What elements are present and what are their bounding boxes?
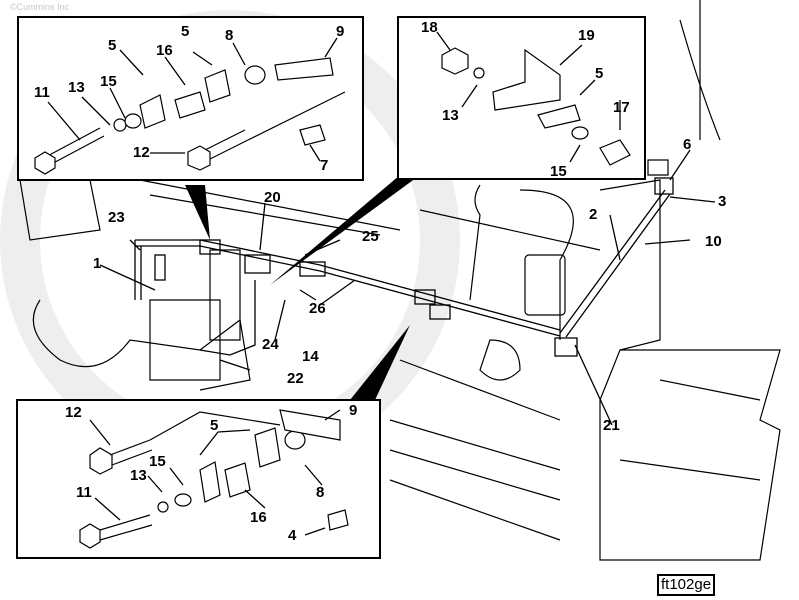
- callout-2: 2: [589, 206, 598, 223]
- callout-11-top: 11: [34, 84, 50, 101]
- callout-26: 26: [309, 300, 326, 317]
- callout-21: 21: [603, 417, 620, 434]
- callout-9-top: 9: [336, 23, 345, 40]
- copyright-notice: ©Cummins Inc: [10, 2, 70, 12]
- callout-7: 7: [320, 157, 329, 174]
- callout-1: 1: [93, 255, 102, 272]
- callout-6: 6: [683, 136, 692, 153]
- callout-4: 4: [288, 527, 297, 544]
- callout-17: 17: [613, 99, 630, 116]
- inset-pointers: [185, 175, 420, 400]
- callout-18: 18: [421, 19, 438, 36]
- callout-13-top: 13: [68, 79, 85, 96]
- inset-top-left-parts: [34, 57, 346, 175]
- callout-10: 10: [705, 233, 722, 250]
- inset-bottom-left-parts: [79, 409, 349, 549]
- callout-5-bottom: 5: [210, 417, 219, 434]
- callout-16-bottom: 16: [250, 509, 267, 526]
- callout-15-bottom: 15: [149, 453, 166, 470]
- callout-25: 25: [362, 228, 379, 245]
- callout-15-top: 15: [100, 73, 117, 90]
- callout-8-bottom: 8: [316, 484, 325, 501]
- callout-11-bottom: 11: [76, 484, 92, 501]
- callout-15-right: 15: [550, 163, 567, 180]
- inset-top-right-parts: [441, 47, 631, 166]
- engine-block: [19, 0, 781, 561]
- fuel-lines: [134, 177, 674, 357]
- callout-8-top: 8: [225, 27, 234, 44]
- callout-9-bottom: 9: [349, 402, 358, 419]
- callout-20: 20: [264, 189, 281, 206]
- leader-lines: [47, 31, 716, 536]
- callout-13-bottom: 13: [130, 467, 147, 484]
- callout-14: 14: [302, 348, 319, 365]
- callout-22: 22: [287, 370, 304, 387]
- callout-12-top: 12: [133, 144, 150, 161]
- callout-5-top-b: 5: [181, 23, 190, 40]
- figure-id-label: ft102ge: [657, 574, 716, 596]
- callout-13-right: 13: [442, 107, 459, 124]
- callout-5-top-a: 5: [108, 37, 117, 54]
- callout-16-top: 16: [156, 42, 173, 59]
- callout-24: 24: [262, 336, 279, 353]
- callout-19: 19: [578, 27, 595, 44]
- callout-12-bottom: 12: [65, 404, 82, 421]
- callout-23: 23: [108, 209, 125, 226]
- callout-3: 3: [718, 193, 727, 210]
- callout-5-right: 5: [595, 65, 604, 82]
